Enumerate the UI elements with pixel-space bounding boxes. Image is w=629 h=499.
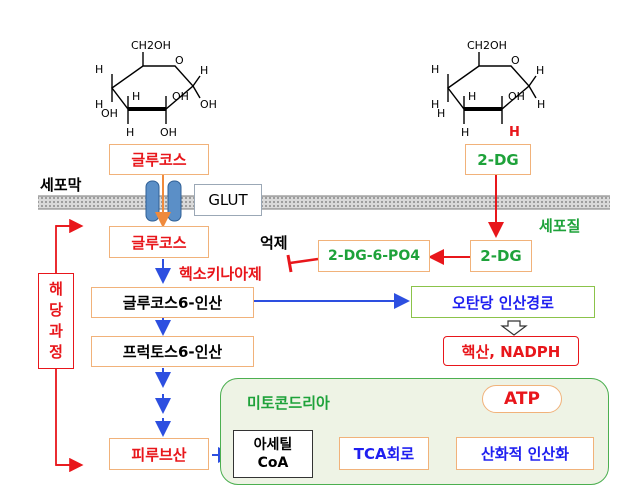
acetyl-text: 아세틸 <box>253 437 293 453</box>
atom-label: CH2OH <box>467 39 507 52</box>
fructose6p-box: 프럭토스6-인산 <box>91 336 254 367</box>
atom-label: H <box>126 126 134 139</box>
tca-box: TCA회로 <box>339 437 429 470</box>
atom-label: OH <box>172 90 189 103</box>
atom-label: H <box>468 90 476 103</box>
inhibition-bar <box>286 254 293 273</box>
glucose-outside-box: 글루코스 <box>109 144 209 175</box>
atom-label: H <box>95 98 103 111</box>
inhibition-label: 억제 <box>260 234 288 252</box>
glycolysis-label: 해 당 과 정 <box>38 273 74 369</box>
atom-label: CH2OH <box>131 39 171 52</box>
inhibition-line <box>289 257 319 265</box>
atom-label: OH <box>101 107 118 120</box>
atom-label: H <box>437 107 445 120</box>
acetyl-coa-box: 아세틸 CoA <box>233 430 313 478</box>
atom-label: H <box>431 98 439 111</box>
coa-text: CoA <box>257 455 289 471</box>
dg-outside-box: 2-DG <box>465 144 531 175</box>
pyruvate-box: 피루브산 <box>109 438 209 470</box>
glucose-structure <box>111 52 201 124</box>
glycolysis-char: 당 <box>49 301 63 319</box>
atom-label: O <box>511 54 520 67</box>
atom-label: H <box>95 63 103 76</box>
glycolysis-char: 해 <box>49 280 63 298</box>
glut-transporter <box>145 180 182 222</box>
dg6po4-box: 2-DG-6-PO4 <box>318 240 430 272</box>
atom-label: H <box>200 64 208 77</box>
glycolysis-char: 과 <box>49 322 63 340</box>
atom-label: H <box>132 90 140 103</box>
pentose-box: 오탄당 인산경로 <box>411 286 595 318</box>
cytoplasm-label: 세포질 <box>539 217 581 235</box>
glucose6p-box: 글루코스6-인산 <box>91 287 254 318</box>
mitochondria-label: 미토콘드리아 <box>247 394 330 412</box>
atom-label: H <box>536 64 544 77</box>
dg-inside-box: 2-DG <box>470 240 532 272</box>
glycolysis-char: 정 <box>49 343 63 361</box>
dg-atoms: CH2OH O H H H H OH OH H H H <box>431 39 545 139</box>
glucose-inside-box: 글루코스 <box>109 226 209 258</box>
dg-h-highlight: H <box>509 125 520 140</box>
oxphos-box: 산화적 인산화 <box>456 437 594 470</box>
atom-label: H <box>431 63 439 76</box>
glut-label: GLUT <box>194 184 262 216</box>
nucleic-box: 핵산, NADPH <box>443 336 579 366</box>
atp-box: ATP <box>482 385 562 413</box>
glucose-atoms: CH2OH O H H H H OH OH OH H OH OH <box>95 39 217 139</box>
atom-label: H <box>537 98 545 111</box>
atom-label: OH <box>160 126 177 139</box>
arrow-pentose-to-nucleic <box>500 320 528 336</box>
atom-label: OH <box>200 98 217 111</box>
atom-label: H <box>461 126 469 139</box>
dg-structure <box>447 52 537 124</box>
atom-label: OH <box>508 90 525 103</box>
atom-label: O <box>175 54 184 67</box>
hexokinase-label: 헥소키나아제 <box>179 265 262 283</box>
cell-membrane <box>38 196 610 209</box>
cell-membrane-label: 세포막 <box>40 176 82 194</box>
